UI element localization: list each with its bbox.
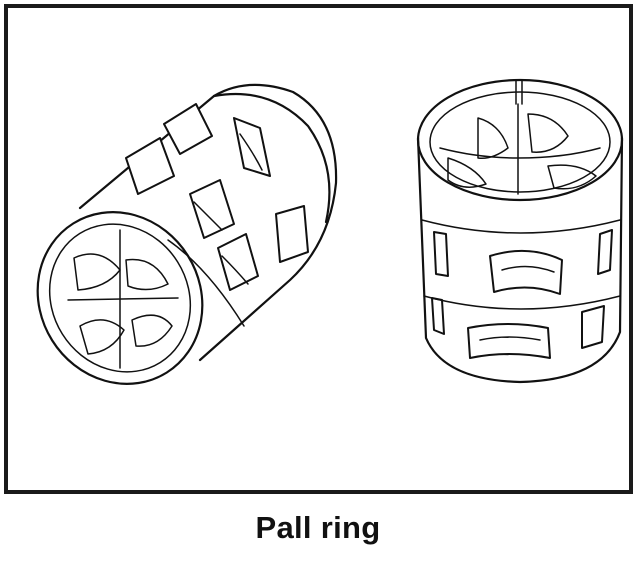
pall-ring-side-view — [36, 83, 338, 385]
standing-ring-window — [467, 323, 551, 359]
side-ring-front-rim-inner — [48, 223, 192, 373]
standing-ring-window — [431, 297, 445, 335]
side-ring-window — [189, 179, 235, 239]
side-ring-inner-tongue — [73, 253, 121, 291]
standing-ring-window — [433, 231, 449, 277]
standing-ring-band — [421, 219, 621, 234]
side-ring-seam — [167, 239, 245, 327]
side-ring-inner-rib — [67, 297, 179, 301]
standing-ring-window — [581, 305, 605, 349]
side-ring-window — [163, 103, 213, 155]
side-ring-window-tongue — [221, 255, 249, 285]
standing-ring-band — [423, 295, 621, 310]
side-ring-window — [275, 205, 309, 263]
standing-ring-window-tongue — [479, 336, 541, 341]
standing-ring-inner-tongue — [527, 113, 569, 153]
side-ring-back-rim — [212, 92, 331, 224]
side-ring-window — [125, 137, 175, 195]
diagram-frame — [4, 4, 633, 494]
standing-ring-inner-tongue — [547, 164, 597, 190]
standing-ring-body-outline — [416, 136, 624, 384]
figure-caption: Pall ring — [255, 510, 381, 545]
pall-ring-standing-view — [416, 78, 624, 384]
standing-ring-inner-tongue — [447, 157, 487, 188]
standing-ring-inner-tongue — [477, 117, 509, 160]
side-ring-window-tongue — [239, 133, 263, 171]
illustration-canvas — [36, 78, 624, 385]
side-ring-window-tongue — [193, 201, 223, 231]
side-ring-inner-tongue — [125, 258, 169, 291]
standing-ring-top-rim-inner — [429, 91, 611, 193]
side-ring-inner-tongue — [131, 314, 173, 347]
side-ring-body-outline — [78, 83, 338, 362]
side-ring-inner-tongue — [79, 319, 125, 355]
standing-ring-top-rim-outer — [416, 78, 624, 202]
side-ring-window — [217, 233, 259, 291]
standing-ring-seam — [515, 79, 523, 105]
standing-ring-inner-rib — [439, 147, 601, 159]
standing-ring-window — [597, 229, 613, 275]
standing-ring-window-tongue — [501, 265, 555, 273]
side-ring-window — [233, 117, 271, 177]
standing-ring-window — [489, 249, 563, 295]
